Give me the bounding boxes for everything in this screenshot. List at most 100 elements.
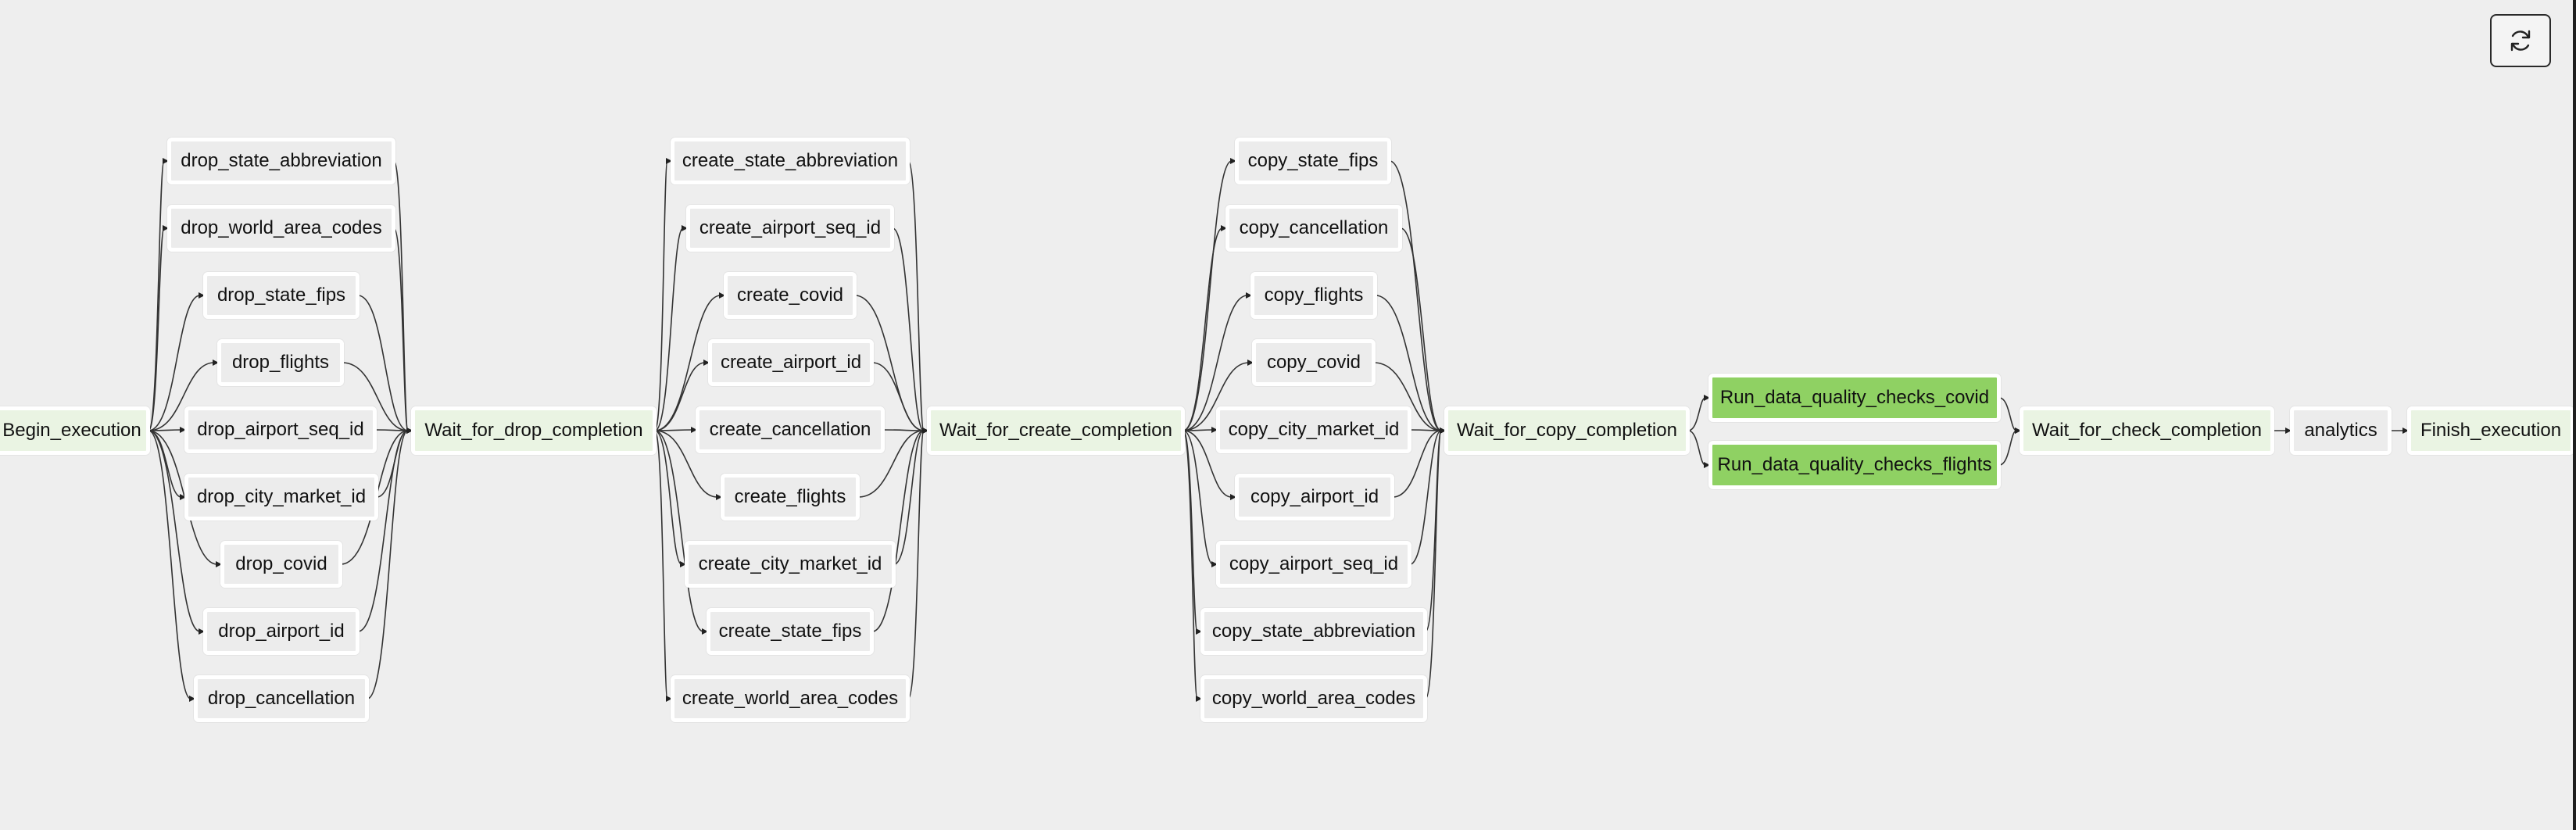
- task-node-copy-covid[interactable]: copy_covid: [1252, 339, 1376, 386]
- task-node-wait-for-check-completion[interactable]: Wait_for_check_completion: [2020, 406, 2274, 455]
- task-node-drop-city-market-id[interactable]: drop_city_market_id: [184, 474, 378, 521]
- task-node-create-covid[interactable]: create_covid: [724, 272, 857, 319]
- edge-arrowhead: [1196, 696, 1202, 702]
- task-node-label: Wait_for_drop_completion: [424, 420, 643, 441]
- edge-arrowhead: [1230, 494, 1236, 500]
- edge-arrowhead: [406, 428, 413, 434]
- edge-arrowhead: [180, 494, 186, 500]
- task-node-label: Finish_execution: [2420, 420, 2562, 441]
- task-node-create-cancellation[interactable]: create_cancellation: [696, 406, 885, 453]
- task-node-wait-for-create-completion[interactable]: Wait_for_create_completion: [927, 406, 1185, 455]
- task-node-copy-cancellation[interactable]: copy_cancellation: [1225, 205, 1402, 252]
- edge-arrowhead: [199, 292, 205, 299]
- task-node-drop-state-abbreviation[interactable]: drop_state_abbreviation: [167, 138, 395, 184]
- task-node-drop-airport-id[interactable]: drop_airport_id: [203, 608, 360, 655]
- edge-arrowhead: [1211, 561, 1218, 567]
- task-node-create-state-abbreviation[interactable]: create_state_abbreviation: [671, 138, 910, 184]
- task-node-copy-airport-id[interactable]: copy_airport_id: [1235, 474, 1394, 521]
- task-node-copy-flights[interactable]: copy_flights: [1250, 272, 1377, 319]
- edge-wait_for_drop_completion-to-create_state_abbreviation: [654, 160, 668, 431]
- task-node-run-data-quality-checks-flights[interactable]: Run_data_quality_checks_flights: [1708, 441, 2001, 489]
- task-node-create-airport-seq-id[interactable]: create_airport_seq_id: [686, 205, 894, 252]
- edge-arrowhead: [702, 628, 708, 635]
- edge-arrowhead: [1211, 427, 1218, 433]
- task-node-run-data-quality-checks-covid[interactable]: Run_data_quality_checks_covid: [1708, 374, 2001, 422]
- panel-border: [2573, 0, 2576, 830]
- task-node-label: Wait_for_copy_completion: [1457, 420, 1677, 441]
- refresh-button[interactable]: [2490, 14, 2551, 67]
- task-node-copy-state-abbreviation[interactable]: copy_state_abbreviation: [1200, 608, 1427, 655]
- task-node-copy-world-area-codes[interactable]: copy_world_area_codes: [1200, 675, 1427, 722]
- task-node-label: copy_covid: [1266, 352, 1361, 373]
- edge-wait_for_drop_completion-to-create_airport_id: [654, 362, 706, 431]
- task-node-label: drop_flights: [231, 352, 330, 373]
- task-node-create-state-fips[interactable]: create_state_fips: [707, 608, 874, 655]
- task-node-wait-for-copy-completion[interactable]: Wait_for_copy_completion: [1444, 406, 1690, 455]
- edge-copy_airport_seq_id-to-wait_for_copy_completion: [1409, 430, 1442, 565]
- task-node-label: copy_airport_id: [1250, 486, 1379, 507]
- edge-arrowhead: [666, 696, 672, 702]
- edge-create_city_market_id-to-wait_for_create_completion: [893, 430, 925, 565]
- task-node-label: Begin_execution: [2, 420, 141, 441]
- edge-arrowhead: [716, 494, 722, 500]
- task-node-label: Run_data_quality_checks_flights: [1717, 454, 1992, 475]
- task-node-label: copy_state_abbreviation: [1211, 621, 1416, 642]
- task-node-label: Wait_for_create_completion: [939, 420, 1172, 441]
- edge-copy_covid-to-wait_for_copy_completion: [1373, 362, 1442, 431]
- edge-begin_execution-to-drop_state_fips: [148, 295, 201, 431]
- task-node-create-city-market-id[interactable]: create_city_market_id: [685, 541, 896, 588]
- task-node-copy-city-market-id[interactable]: copy_city_market_id: [1216, 406, 1411, 453]
- task-node-finish-execution[interactable]: Finish_execution: [2407, 406, 2574, 455]
- task-node-label: create_state_abbreviation: [682, 150, 899, 171]
- edge-wait_for_create_completion-to-copy_airport_id: [1182, 430, 1233, 498]
- edge-arrowhead: [2285, 428, 2292, 434]
- edge-arrowhead: [180, 427, 186, 433]
- edge-drop_world_area_codes-to-wait_for_drop_completion: [393, 227, 409, 431]
- task-node-label: drop_city_market_id: [196, 486, 367, 507]
- edge-wait_for_copy_completion-to-run_data_quality_checks_flights: [1687, 430, 1706, 466]
- task-node-label: copy_cancellation: [1239, 217, 1389, 238]
- task-node-label: create_airport_id: [720, 352, 862, 373]
- edge-arrowhead: [213, 360, 219, 366]
- task-node-copy-state-fips[interactable]: copy_state_fips: [1235, 138, 1391, 184]
- task-node-label: create_state_fips: [718, 621, 862, 642]
- task-node-label: create_airport_seq_id: [699, 217, 882, 238]
- edge-begin_execution-to-drop_state_abbreviation: [148, 160, 165, 431]
- task-node-create-flights[interactable]: create_flights: [721, 474, 860, 521]
- edge-arrowhead: [1440, 428, 1446, 434]
- task-node-label: drop_covid: [235, 553, 327, 574]
- task-node-label: drop_state_fips: [216, 284, 346, 306]
- edge-wait_for_drop_completion-to-create_state_fips: [654, 430, 704, 632]
- edge-create_state_abbreviation-to-wait_for_create_completion: [907, 160, 925, 431]
- task-node-drop-airport-seq-id[interactable]: drop_airport_seq_id: [184, 406, 377, 453]
- edge-begin_execution-to-drop_world_area_codes: [148, 227, 165, 431]
- task-node-label: copy_world_area_codes: [1211, 688, 1416, 709]
- task-node-create-airport-id[interactable]: create_airport_id: [708, 339, 874, 386]
- task-node-wait-for-drop-completion[interactable]: Wait_for_drop_completion: [411, 406, 657, 455]
- edge-wait_for_create_completion-to-copy_flights: [1182, 295, 1248, 431]
- task-node-drop-covid[interactable]: drop_covid: [220, 541, 342, 588]
- task-node-copy-airport-seq-id[interactable]: copy_airport_seq_id: [1216, 541, 1411, 588]
- edge-arrowhead: [682, 225, 688, 231]
- edge-arrowhead: [719, 292, 725, 299]
- edge-wait_for_drop_completion-to-create_covid: [654, 295, 721, 431]
- task-node-drop-cancellation[interactable]: drop_cancellation: [194, 675, 369, 722]
- edge-begin_execution-to-drop_airport_id: [148, 430, 201, 632]
- task-node-begin-execution[interactable]: Begin_execution: [0, 406, 150, 455]
- edge-arrowhead: [2015, 428, 2021, 434]
- task-node-label: drop_cancellation: [207, 688, 356, 709]
- task-node-label: create_cancellation: [709, 419, 871, 440]
- task-node-label: drop_state_abbreviation: [181, 150, 382, 171]
- edge-create_cancellation-to-wait_for_create_completion: [882, 429, 925, 431]
- task-node-drop-flights[interactable]: drop_flights: [217, 339, 344, 386]
- edge-arrowhead: [703, 360, 710, 366]
- task-node-drop-world-area-codes[interactable]: drop_world_area_codes: [167, 205, 395, 252]
- edge-arrowhead: [1247, 360, 1254, 366]
- edge-arrowhead: [163, 158, 169, 164]
- task-node-create-world-area-codes[interactable]: create_world_area_codes: [671, 675, 910, 722]
- edge-create_state_fips-to-wait_for_create_completion: [871, 430, 925, 632]
- task-node-drop-state-fips[interactable]: drop_state_fips: [203, 272, 360, 319]
- task-node-analytics[interactable]: analytics: [2290, 406, 2392, 455]
- edge-arrowhead: [691, 427, 697, 433]
